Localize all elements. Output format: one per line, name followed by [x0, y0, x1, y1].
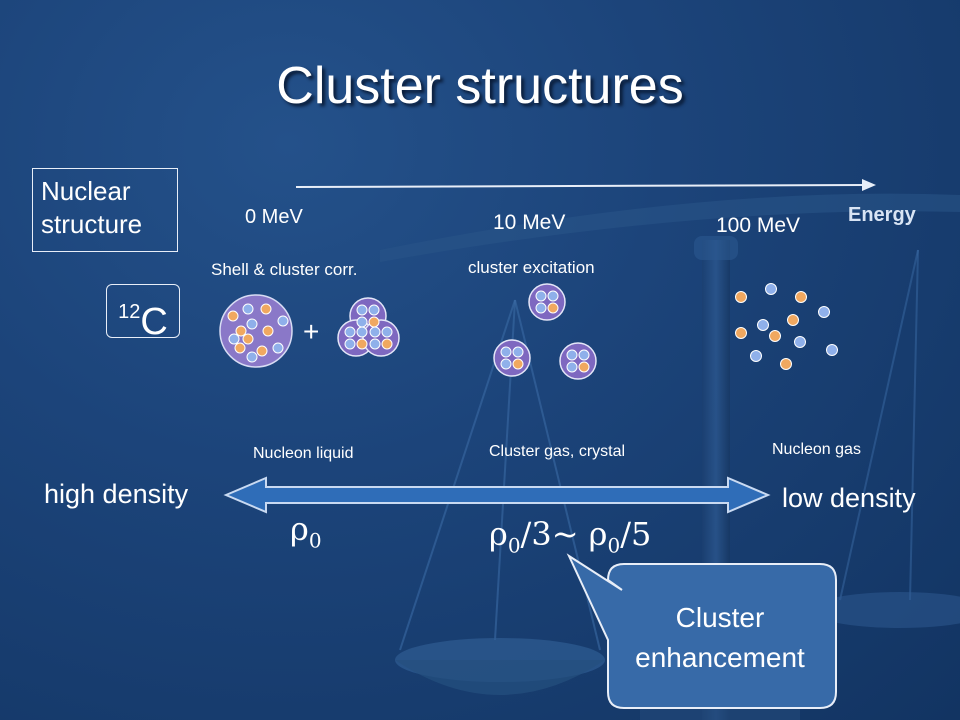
fraction-b: /5 — [620, 515, 652, 553]
rho-subscript: 0 — [308, 528, 322, 553]
nucleon — [234, 342, 246, 354]
nucleon — [547, 290, 559, 302]
slide-title: Cluster structures — [276, 57, 684, 115]
free-nucleon — [735, 327, 747, 339]
nucleon — [262, 325, 274, 337]
nucleon — [369, 338, 381, 350]
nucleon — [227, 310, 239, 322]
nucleon — [356, 304, 368, 316]
callout-bubble — [566, 553, 837, 709]
fraction-a: /3~ — [520, 515, 589, 553]
nucleon — [277, 315, 289, 327]
callout-line1: Cluster — [675, 602, 765, 633]
energy-0-mev: 0 MeV — [245, 206, 303, 228]
rho-fraction-label: ρ0/3~ ρ0/5 — [489, 515, 651, 557]
shell-cluster-label: Shell & cluster corr. — [211, 260, 358, 279]
nucleon — [356, 326, 368, 338]
nucleon — [246, 351, 258, 363]
nucleon — [512, 358, 524, 370]
density-double-arrow — [223, 476, 771, 514]
nucleon — [535, 302, 547, 314]
nucleon — [228, 333, 240, 345]
callout-text: Cluster enhancement — [612, 598, 828, 678]
energy-10-mev: 10 MeV — [493, 211, 566, 234]
nucleon — [578, 361, 590, 373]
rho-symbol-b: ρ — [588, 515, 608, 553]
free-nucleon — [765, 283, 777, 295]
nucleon — [235, 325, 247, 337]
nuclear-structure-label: Nuclear structure — [32, 168, 178, 252]
free-nucleon — [795, 291, 807, 303]
energy-arrow — [295, 179, 876, 191]
energy-axis-label: Energy — [848, 204, 916, 226]
rho-subscript-a: 0 — [507, 533, 521, 558]
free-nucleon — [787, 314, 799, 326]
nucleon-gas-label: Nucleon gas — [772, 441, 861, 458]
callout-line2: enhancement — [635, 642, 805, 673]
free-nucleon — [769, 330, 781, 342]
rho-symbol-a: ρ — [489, 515, 508, 553]
free-nucleon — [750, 350, 762, 362]
cluster-excitation-label: cluster excitation — [468, 258, 595, 277]
nucleon — [368, 304, 380, 316]
nucleon — [500, 358, 512, 370]
mass-number: 12 — [118, 301, 141, 323]
nucleon — [381, 326, 393, 338]
nucleon — [242, 333, 254, 345]
nucleon — [566, 361, 578, 373]
nucleon — [381, 338, 393, 350]
nucleon — [344, 326, 356, 338]
nucleon — [260, 303, 272, 315]
free-nucleon — [780, 358, 792, 370]
nuclear-structure-line2: structure — [41, 209, 143, 239]
nucleon-liquid-label: Nucleon liquid — [253, 445, 354, 462]
nucleon — [369, 326, 381, 338]
high-density-label: high density — [44, 479, 189, 509]
nucleon — [256, 345, 268, 357]
free-nucleon — [735, 291, 747, 303]
nucleon — [368, 316, 380, 328]
nucleon — [566, 349, 578, 361]
nucleon — [272, 342, 284, 354]
carbon-12-label: 12C — [106, 284, 180, 343]
free-nucleon — [826, 344, 838, 356]
nucleon — [535, 290, 547, 302]
energy-100-mev: 100 MeV — [716, 214, 801, 237]
plus-sign: + — [303, 316, 320, 347]
free-nucleon — [757, 319, 769, 331]
nuclear-structure-line1: Nuclear — [41, 176, 131, 206]
nucleon — [356, 338, 368, 350]
rho-subscript-b: 0 — [607, 533, 621, 558]
nucleon — [547, 302, 559, 314]
cluster-gas-label: Cluster gas, crystal — [489, 443, 626, 460]
rho-zero-label: ρ0 — [290, 510, 322, 552]
free-nucleon — [818, 306, 830, 318]
element-symbol: C — [140, 301, 168, 343]
nucleon — [242, 303, 254, 315]
free-nucleon — [794, 336, 806, 348]
nucleon — [344, 338, 356, 350]
nucleon — [246, 318, 258, 330]
rho-symbol: ρ — [290, 510, 309, 548]
nucleon — [500, 346, 512, 358]
nucleon — [356, 316, 368, 328]
nucleon — [578, 349, 590, 361]
low-density-label: low density — [782, 483, 916, 513]
nucleon — [512, 346, 524, 358]
